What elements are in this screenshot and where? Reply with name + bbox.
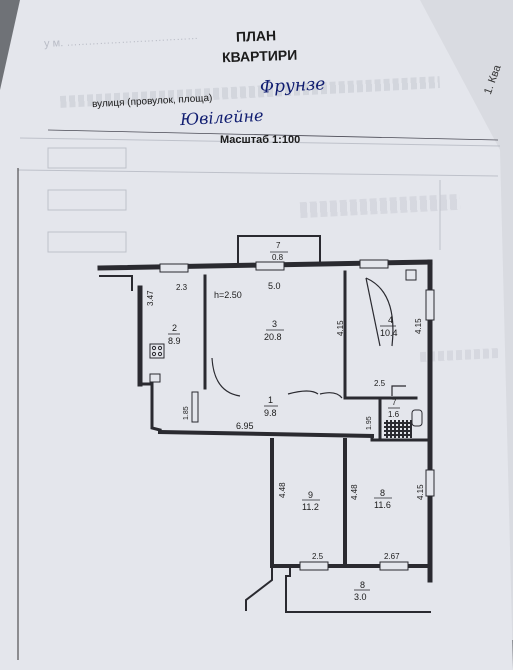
room-3-number: 3: [272, 319, 278, 329]
balcony-bottom-number: 8: [360, 580, 366, 590]
walls: [97, 235, 433, 613]
room-8-area: 11.6: [374, 500, 391, 510]
room-4-area: 10.4: [380, 328, 398, 338]
dim-4-15-room4: 4.15: [414, 318, 423, 334]
dim-1-95: 1.95: [366, 416, 373, 430]
room-7-area: 1.6: [388, 410, 400, 419]
dim-2-3: 2.3: [176, 283, 188, 292]
room-7-number: 7: [392, 398, 397, 407]
dim-2-5-bottom: 2.5: [312, 552, 324, 561]
room-9-number: 9: [308, 490, 314, 500]
balcony-top-number: 7: [276, 241, 281, 250]
faint-table-lines: [17, 137, 501, 253]
windows: [159, 259, 435, 571]
room-3-area: 20.8: [264, 332, 282, 342]
room-2-area: 8.9: [168, 336, 181, 346]
room-1-area: 9.8: [264, 408, 277, 418]
dim-1-85: 1.85: [183, 406, 190, 420]
dim-5-0: 5.0: [268, 281, 281, 291]
fixtures: [149, 269, 423, 438]
dim-4-15-room8: 4.15: [416, 484, 425, 500]
room-8-number: 8: [380, 488, 386, 498]
dim-4-15-room3: 4.15: [336, 320, 345, 336]
ceiling-height: h=2.50: [214, 290, 242, 300]
underline: [47, 129, 499, 141]
bath-hatch: [384, 420, 412, 438]
dim-2-5-top: 2.5: [374, 379, 386, 388]
room-4-number: 4: [388, 315, 394, 325]
dim-3-47: 3.47: [146, 290, 155, 306]
dim-4-48-room8: 4.48: [350, 484, 359, 500]
balcony-top-area: 0.8: [272, 253, 284, 262]
toilet-icon: [411, 409, 423, 427]
room-9-area: 11.2: [302, 502, 319, 512]
dim-4-48-room9: 4.48: [278, 482, 287, 498]
room-1-number: 1: [268, 395, 274, 405]
dim-2-67: 2.67: [384, 552, 400, 561]
dim-6-95: 6.95: [236, 421, 254, 431]
stove-icon: [149, 343, 165, 359]
label-rules: [168, 251, 400, 591]
sink-icon: [149, 373, 161, 383]
scale-label: Масштаб 1:100: [220, 134, 301, 146]
doors: [211, 277, 406, 399]
balcony-bottom-area: 3.0: [354, 592, 367, 602]
vent-icon: [405, 269, 417, 281]
room-2-number: 2: [172, 323, 178, 333]
